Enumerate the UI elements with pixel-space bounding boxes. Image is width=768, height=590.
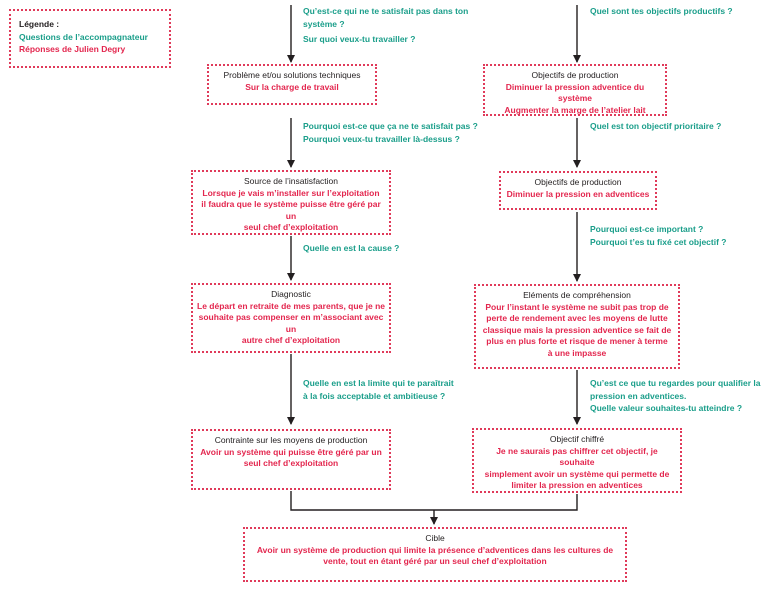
question-line: Quel est ton objectif prioritaire ?: [590, 121, 722, 131]
box-title: Problème et/ou solutions techniques: [223, 70, 361, 80]
question-line: Pourquoi est-ce que ça ne te satisfait p…: [303, 121, 478, 131]
legend: Légende : Questions de l’accompagnateur …: [9, 9, 171, 68]
right-question-4: Qu’est ce que tu regardes pour qualifier…: [590, 377, 761, 415]
box-answer: seul chef d’exploitation: [243, 458, 339, 468]
left-box-diagnostic: Diagnostic Le départ en retraite de mes …: [191, 283, 391, 353]
box-answer: simplement avoir un système qui permette…: [484, 468, 670, 479]
box-answer: perte de rendement avec les moyens de lu…: [486, 313, 668, 323]
question-line: Quelle valeur souhaites-tu atteindre ?: [590, 403, 743, 413]
left-box-constraint: Contrainte sur les moyens de production …: [191, 429, 391, 490]
box-answer: vente, tout en étant géré par un seul ch…: [323, 556, 547, 566]
legend-questions: Questions de l’accompagnateur: [19, 31, 148, 42]
left-box-source: Source de l’insatisfaction Lorsque je va…: [191, 170, 391, 235]
question-line: Qu’est-ce qui ne te satisfait pas dans t…: [303, 6, 469, 16]
box-answer: Diminuer la pression en adventices: [506, 188, 650, 199]
legend-answers: Réponses de Julien Degry: [19, 44, 126, 54]
box-answer: limiter la pression en adventices: [511, 480, 643, 490]
box-title: Eléments de compréhension: [523, 290, 631, 300]
left-question-4: Quelle en est la limite qui te paraîtrai…: [303, 377, 454, 402]
right-box-priority: Objectifs de production Diminuer la pres…: [499, 171, 657, 210]
box-title: Objectifs de production: [531, 70, 619, 80]
box-answer: Lorsque je vais m’installer sur l’exploi…: [202, 187, 380, 198]
right-box-target-value: Objectif chiffré Je ne saurais pas chiff…: [472, 428, 682, 493]
left-question-3: Quelle en est la cause ?: [303, 242, 399, 255]
box-title: Objectif chiffré: [549, 434, 605, 444]
box-title: Source de l’insatisfaction: [243, 176, 339, 186]
left-box-problem: Problème et/ou solutions techniques Sur …: [207, 64, 377, 105]
box-answer: autre chef d’exploitation: [241, 335, 341, 345]
left-question-1: Qu’est-ce qui ne te satisfait pas dans t…: [303, 5, 468, 46]
box-answer: classique mais la pression adventice se …: [482, 324, 672, 335]
box-answer: souhaite pas compenser en m’associant av…: [198, 312, 384, 334]
question-line: Quelle en est la limite qui te paraîtrai…: [303, 378, 454, 388]
question-line: à la fois acceptable et ambitieuse ?: [303, 390, 446, 401]
question-line: pression en adventices.: [590, 390, 687, 401]
question-line: Qu’est ce que tu regardes pour qualifier…: [590, 378, 761, 388]
box-answer: seul chef d’exploitation: [243, 222, 339, 232]
box-answer: Je ne saurais pas chiffrer cet objectif,…: [496, 445, 658, 468]
merge-connector: [290, 491, 578, 511]
box-answer: plus en plus forte et risque de mener à …: [486, 336, 668, 346]
box-answer: à une impasse: [547, 347, 607, 358]
box-title: Diagnostic: [271, 289, 311, 299]
box-answer: Le départ en retraite de mes parents, qu…: [197, 300, 386, 311]
right-question-1: Quel sont tes objectifs productifs ?: [590, 5, 733, 18]
box-answer: Augmenter la marge de l’atelier lait: [504, 104, 646, 115]
box-title: Contrainte sur les moyens de production: [214, 435, 368, 445]
box-answer: il faudra que le système puisse être gér…: [201, 199, 381, 221]
question-line: Sur quoi veux-tu travailler ?: [303, 34, 416, 44]
right-box-understanding: Eléments de compréhension Pour l’instant…: [474, 284, 680, 369]
left-question-2: Pourquoi est-ce que ça ne te satisfait p…: [303, 120, 478, 145]
box-title: Cible: [425, 533, 445, 543]
box-answer: Pour l’instant le système ne subit pas t…: [485, 301, 669, 312]
right-question-2: Quel est ton objectif prioritaire ?: [590, 120, 721, 133]
legend-title: Légende :: [19, 19, 60, 29]
question-line: Pourquoi est-ce important ?: [590, 224, 704, 234]
box-answer: Diminuer la pression adventice du systèm…: [505, 81, 645, 104]
box-title: Objectifs de production: [534, 177, 622, 187]
right-question-3: Pourquoi est-ce important ? Pourquoi t’e…: [590, 223, 727, 248]
box-answer: Sur la charge de travail: [245, 81, 339, 92]
right-box-objectives: Objectifs de production Diminuer la pres…: [483, 64, 667, 116]
question-line: Pourquoi t’es tu fixé cet objectif ?: [590, 236, 727, 247]
box-answer: Avoir un système de production qui limit…: [256, 544, 614, 555]
question-line: Quelle en est la cause ?: [303, 243, 400, 253]
question-line: système ?: [303, 18, 345, 29]
box-answer: Avoir un système qui puisse être géré pa…: [200, 446, 382, 457]
target-box: Cible Avoir un système de production qui…: [243, 527, 627, 582]
question-line: Pourquoi veux-tu travailler là-dessus ?: [303, 133, 460, 144]
question-line: Quel sont tes objectifs productifs ?: [590, 6, 733, 16]
